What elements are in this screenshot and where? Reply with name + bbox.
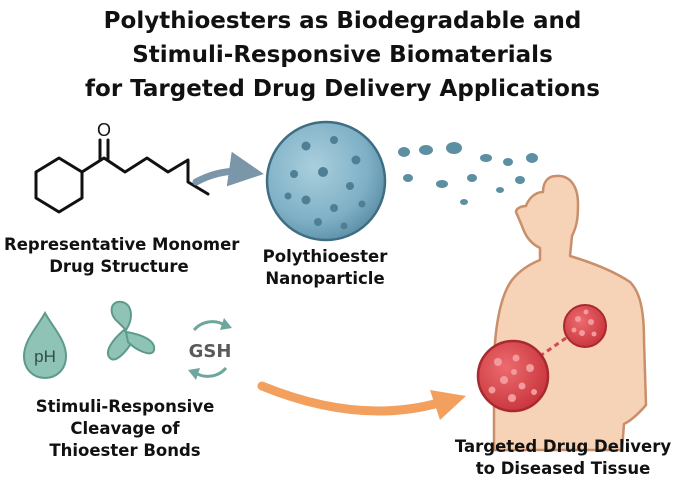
gsh-label: GSH: [189, 341, 232, 362]
diseased-tissue-small: [563, 304, 607, 348]
nanoparticle: [265, 120, 387, 242]
delivery-caption-line-2: to Diseased Tissue: [475, 459, 651, 478]
monomer-structure: [34, 138, 210, 214]
delivery-caption: Targeted Drug Delivery to Diseased Tissu…: [448, 436, 678, 480]
cyclohexane-ring: [34, 156, 84, 214]
nanoparticle-caption: Polythioester Nanoparticle: [250, 246, 400, 290]
title-line-3: for Targeted Drug Delivery Applications: [85, 76, 600, 102]
nanoparticle-sphere: [265, 120, 387, 242]
diagram-title: Polythioesters as Biodegradable and Stim…: [0, 4, 685, 106]
title-line-2: Stimuli-Responsive Biomaterials: [132, 42, 553, 68]
arrow-to-tissue: [257, 381, 447, 416]
nanoparticle-payload-dots: [284, 136, 366, 230]
carbon-chain: [80, 156, 210, 196]
arrow-to-tissue-head: [430, 390, 466, 420]
stimuli-caption-line-3: Thioester Bonds: [49, 441, 201, 460]
arrow-to-nanoparticle: [192, 151, 264, 187]
gsh-icon: GSH: [188, 318, 232, 380]
nanoparticle-caption-line-1: Polythioester: [262, 247, 388, 266]
diseased-tissue-large: [476, 339, 550, 413]
enzyme-icon: [106, 300, 156, 361]
nanoparticle-caption-line-2: Nanoparticle: [265, 269, 385, 288]
monomer-caption: Representative Monomer Drug Structure: [4, 234, 240, 278]
stimuli-caption-line-2: Cleavage of: [70, 419, 180, 438]
stimuli-caption: Stimuli-Responsive Cleavage of Thioester…: [10, 396, 240, 462]
oxygen-atom-label: O: [97, 120, 111, 140]
ph-label: pH: [34, 347, 56, 366]
monomer-caption-line-2: Drug Structure: [49, 257, 189, 276]
stimuli-caption-line-1: Stimuli-Responsive: [35, 397, 215, 416]
monomer-caption-line-1: Representative Monomer: [4, 235, 240, 254]
ph-droplet-icon: pH: [22, 310, 68, 380]
title-line-1: Polythioesters as Biodegradable and: [103, 8, 582, 34]
released-drug-fragments: [398, 142, 538, 205]
delivery-caption-line-1: Targeted Drug Delivery: [454, 437, 672, 456]
